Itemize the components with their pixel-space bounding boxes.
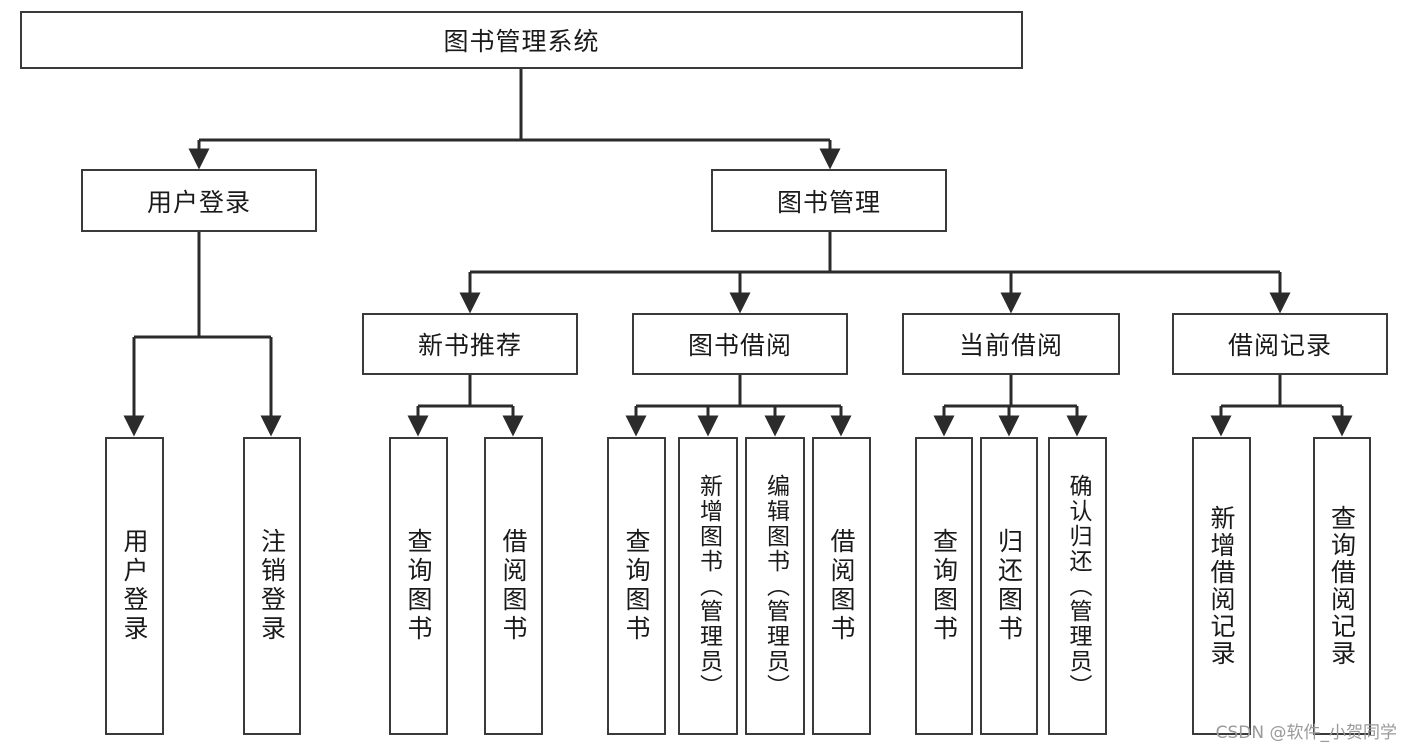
node-leaf-borrow-book-recommend[interactable]: 借阅图书 xyxy=(484,437,543,735)
node-label: 查询图书 xyxy=(622,528,651,644)
node-label: 查询图书 xyxy=(929,528,959,644)
node-leaf-confirm-return-admin[interactable]: 确认归还（管理员） xyxy=(1048,437,1107,735)
node-leaf-user-login[interactable]: 用户登录 xyxy=(105,437,164,735)
node-leaf-query-book-current[interactable]: 查询图书 xyxy=(915,437,973,735)
node-label: 借阅图书 xyxy=(499,528,528,644)
node-book-management[interactable]: 图书管理 xyxy=(711,169,947,232)
node-label: 当前借阅 xyxy=(958,331,1063,360)
node-label: 新增借阅记录 xyxy=(1207,505,1236,667)
node-label: 图书借阅 xyxy=(687,331,792,360)
node-current-borrow[interactable]: 当前借阅 xyxy=(902,313,1120,375)
node-label: 用户登录 xyxy=(146,187,251,217)
node-new-book-recommend[interactable]: 新书推荐 xyxy=(362,313,578,375)
node-label: 注销登录 xyxy=(257,528,287,644)
node-leaf-query-borrow-record[interactable]: 查询借阅记录 xyxy=(1313,437,1371,735)
node-label: 图书管理系统 xyxy=(443,27,600,56)
node-book-borrow[interactable]: 图书借阅 xyxy=(632,313,848,375)
node-leaf-add-book-admin[interactable]: 新增图书（管理员） xyxy=(678,437,738,735)
node-label: 查询图书 xyxy=(404,528,433,644)
node-label: 归还图书 xyxy=(994,528,1024,644)
node-label: 查询借阅记录 xyxy=(1327,505,1357,667)
node-root-book-management-system[interactable]: 图书管理系统 xyxy=(20,11,1023,69)
node-user-login[interactable]: 用户登录 xyxy=(81,169,317,232)
node-label: 借阅图书 xyxy=(827,528,856,644)
node-leaf-edit-book-admin[interactable]: 编辑图书（管理员） xyxy=(745,437,805,735)
watermark-credit: CSDN @软件_小贺同学 xyxy=(1215,723,1397,743)
node-label: 新书推荐 xyxy=(417,331,522,360)
node-label: 新增图书（管理员） xyxy=(695,473,722,699)
node-leaf-add-borrow-record[interactable]: 新增借阅记录 xyxy=(1192,437,1251,735)
node-leaf-return-book[interactable]: 归还图书 xyxy=(980,437,1038,735)
node-label: 编辑图书（管理员） xyxy=(762,473,789,699)
node-borrow-record[interactable]: 借阅记录 xyxy=(1172,313,1388,375)
node-label: 用户登录 xyxy=(120,528,149,644)
node-label: 借阅记录 xyxy=(1227,331,1332,360)
node-leaf-borrow-book[interactable]: 借阅图书 xyxy=(812,437,871,735)
node-label: 图书管理 xyxy=(776,187,881,217)
node-leaf-logout[interactable]: 注销登录 xyxy=(243,437,301,735)
node-leaf-query-book-borrow[interactable]: 查询图书 xyxy=(607,437,666,735)
node-leaf-query-book-recommend[interactable]: 查询图书 xyxy=(389,437,448,735)
node-label: 确认归还（管理员） xyxy=(1065,473,1091,699)
